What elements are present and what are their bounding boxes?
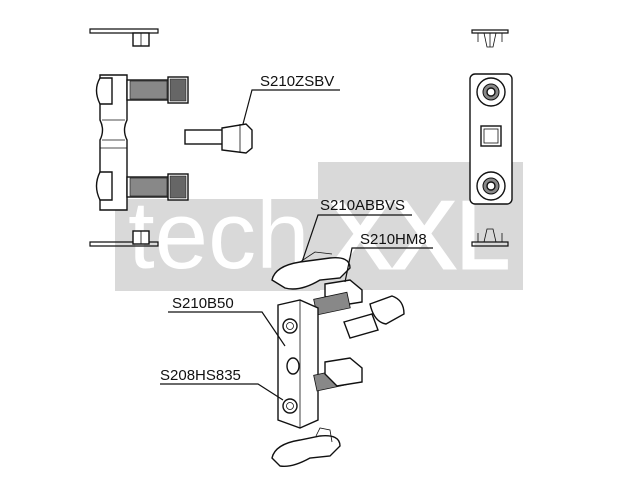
isometric-assembly — [271, 251, 405, 468]
left-assembly-side-view — [95, 74, 189, 211]
label-s210abbvs: S210ABBVS — [320, 197, 405, 214]
upper-thread — [129, 80, 168, 100]
bottom-right-profile-view — [471, 228, 509, 247]
label-s210b50: S210B50 — [172, 295, 234, 312]
top-left-profile-view — [89, 28, 159, 47]
lower-thread — [129, 177, 168, 197]
zsbv-pin — [184, 123, 253, 154]
hs835-leader — [160, 383, 284, 401]
zsbv-leader — [242, 89, 340, 125]
hm8-leader — [344, 247, 433, 283]
right-front-view — [469, 73, 513, 205]
bottom-left-profile-view — [89, 230, 159, 247]
label-s210zsbv: S210ZSBV — [260, 73, 334, 90]
abbvs-leader — [301, 214, 412, 263]
label-s210hm8: S210HM8 — [360, 231, 427, 248]
b50-leader — [168, 311, 286, 347]
top-right-profile-view — [471, 29, 509, 48]
label-s208hs835: S208HS835 — [160, 367, 241, 384]
